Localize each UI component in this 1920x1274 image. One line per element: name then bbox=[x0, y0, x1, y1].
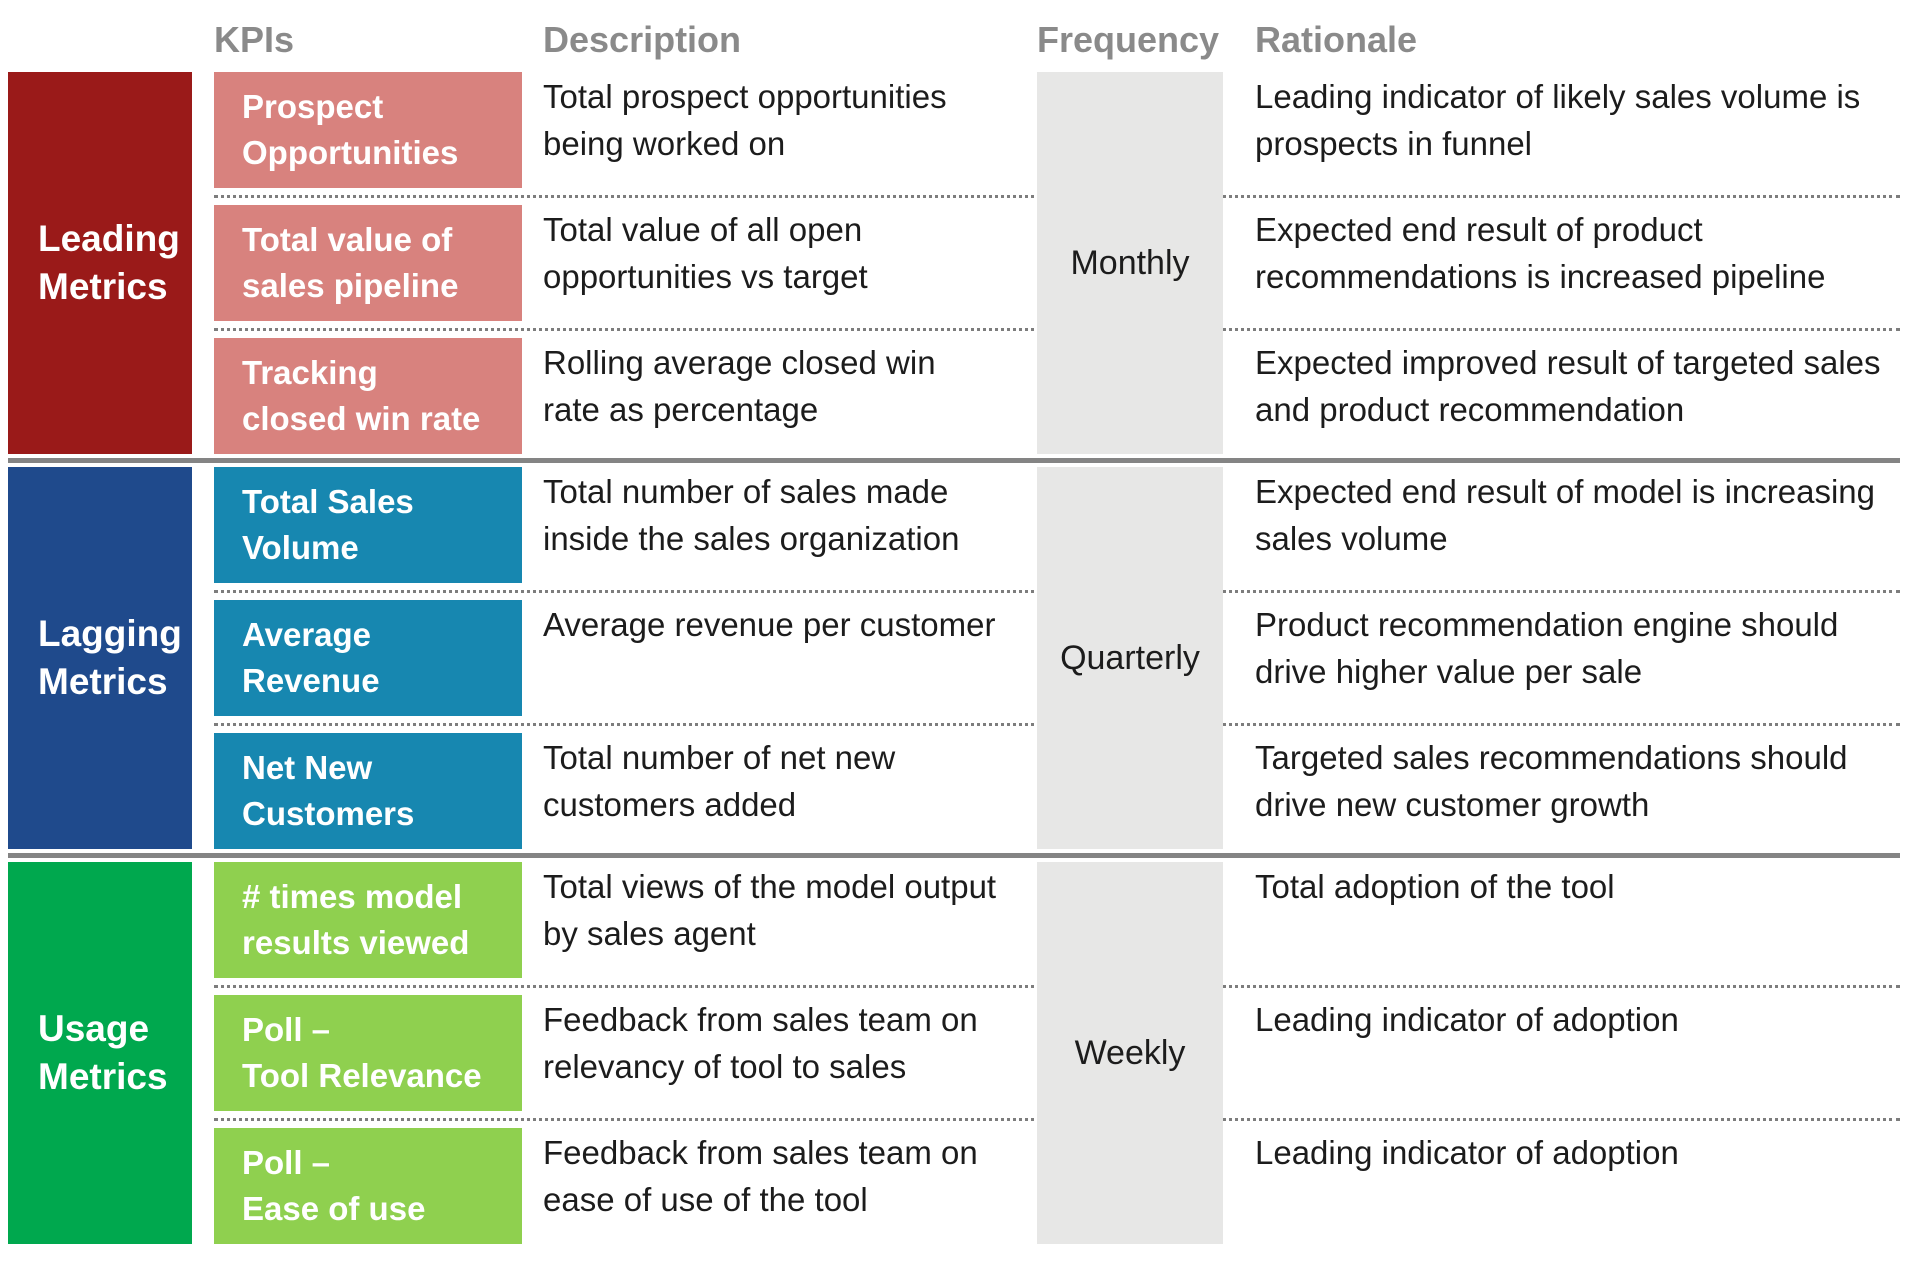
kpi-box: Total value of sales pipeline bbox=[214, 205, 522, 321]
frequency-box: Quarterly bbox=[1037, 467, 1223, 849]
description-cell: Rolling average closed win rate as perce… bbox=[543, 344, 936, 428]
kpi-box: Poll – Ease of use bbox=[214, 1128, 522, 1244]
rationale-cell: Leading indicator of adoption bbox=[1255, 1001, 1679, 1038]
section-lagging-metrics: Lagging Metrics Total Sales Volume Total… bbox=[0, 467, 1920, 849]
section-usage-metrics: Usage Metrics # times model results view… bbox=[0, 862, 1920, 1244]
kpi-box: # times model results viewed bbox=[214, 862, 522, 978]
column-header-rationale: Rationale bbox=[1255, 19, 1418, 60]
section-divider bbox=[0, 849, 1920, 862]
rationale-cell: Expected end result of product recommend… bbox=[1255, 211, 1826, 295]
description-cell: Total number of sales made inside the sa… bbox=[543, 473, 960, 557]
description-cell: Feedback from sales team on ease of use … bbox=[543, 1134, 978, 1218]
rationale-cell: Total adoption of the tool bbox=[1255, 868, 1615, 905]
column-header-kpis: KPIs bbox=[214, 19, 295, 60]
rationale-cell: Leading indicator of adoption bbox=[1255, 1134, 1679, 1171]
description-cell: Feedback from sales team on relevancy of… bbox=[543, 1001, 978, 1085]
kpi-box: Prospect Opportunities bbox=[214, 72, 522, 188]
divider-line bbox=[8, 853, 1900, 858]
category-block-lagging-metrics: Lagging Metrics bbox=[8, 467, 192, 849]
frequency-box: Weekly bbox=[1037, 862, 1223, 1244]
rationale-cell: Targeted sales recommendations should dr… bbox=[1255, 739, 1848, 823]
kpi-box: Net New Customers bbox=[214, 733, 522, 849]
rationale-cell: Product recommendation engine should dri… bbox=[1255, 606, 1839, 690]
description-cell: Total number of net new customers added bbox=[543, 739, 896, 823]
description-cell: Total prospect opportunities being worke… bbox=[543, 78, 947, 162]
kpi-box: Tracking closed win rate bbox=[214, 338, 522, 454]
category-block-usage-metrics: Usage Metrics bbox=[8, 862, 192, 1244]
description-cell: Total views of the model output by sales… bbox=[543, 868, 997, 952]
description-cell: Total value of all open opportunities vs… bbox=[543, 211, 868, 295]
column-header-description: Description bbox=[543, 19, 742, 60]
column-header-frequency: Frequency bbox=[1037, 19, 1220, 60]
description-cell: Average revenue per customer bbox=[543, 606, 996, 643]
rationale-cell: Leading indicator of likely sales volume… bbox=[1255, 78, 1861, 162]
frequency-box: Monthly bbox=[1037, 72, 1223, 454]
divider-line bbox=[8, 458, 1900, 463]
section-divider bbox=[0, 454, 1920, 467]
rationale-cell: Expected improved result of targeted sal… bbox=[1255, 344, 1881, 428]
rationale-cell: Expected end result of model is increasi… bbox=[1255, 473, 1876, 557]
kpi-box: Total Sales Volume bbox=[214, 467, 522, 583]
section-leading-metrics: Leading Metrics Prospect Opportunities T… bbox=[0, 72, 1920, 454]
category-block-leading-metrics: Leading Metrics bbox=[8, 72, 192, 454]
kpi-box: Average Revenue bbox=[214, 600, 522, 716]
kpi-box: Poll – Tool Relevance bbox=[214, 995, 522, 1111]
column-header-row: KPIs Description Frequency Rationale bbox=[0, 8, 1920, 72]
